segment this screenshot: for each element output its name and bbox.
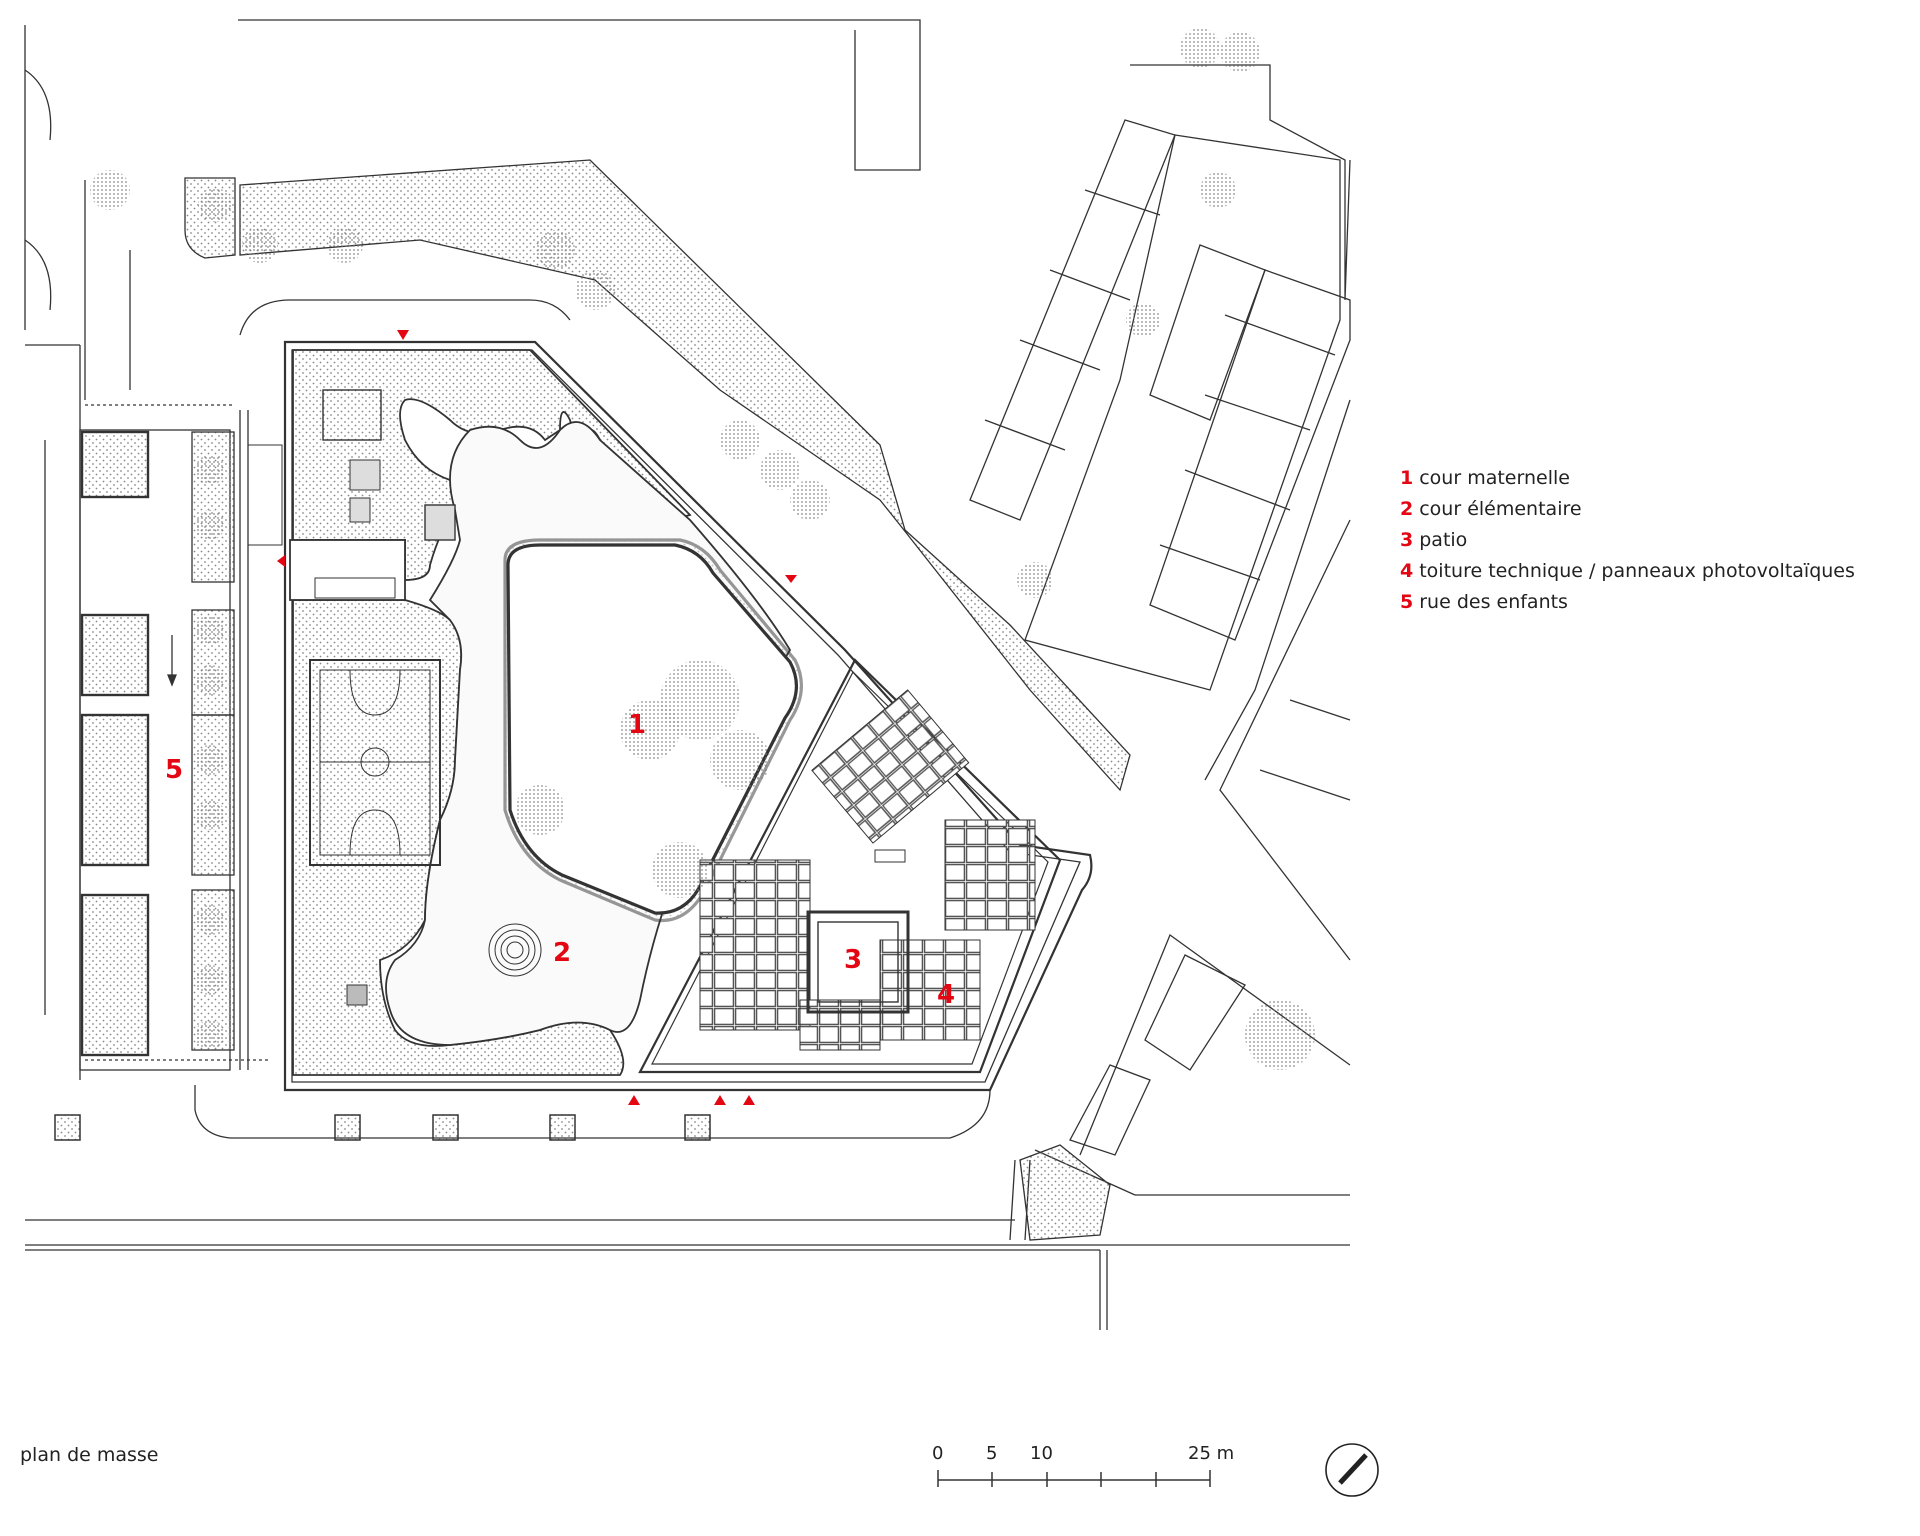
scale-bar [937, 1470, 1211, 1487]
plan-caption: plan de masse [20, 1444, 159, 1466]
zone-label-4: 4 [936, 980, 956, 1010]
scale-label-0: 0 [932, 1443, 944, 1464]
scale-label-5: 5 [986, 1443, 998, 1464]
green-bands [184, 159, 1131, 1241]
scale-label-25: 25 m [1188, 1443, 1235, 1464]
rue-des-enfants [79, 404, 270, 1071]
entrance-triangle-icon [277, 330, 797, 1105]
legend-label: patio [1419, 529, 1468, 551]
zone-label-1: 1 [627, 710, 647, 740]
legend-label: cour élémentaire [1419, 498, 1582, 520]
legend-label: toiture technique / panneaux photovoltaï… [1419, 560, 1855, 582]
north-arrow-icon [1325, 1443, 1379, 1497]
legend-num: 3 [1400, 529, 1414, 551]
legend-num: 5 [1400, 591, 1414, 613]
legend-label: rue des enfants [1419, 591, 1568, 613]
legend-num: 4 [1400, 560, 1414, 582]
legend-label: cour maternelle [1419, 467, 1570, 489]
street-tree-pits [54, 1114, 711, 1141]
legend-num: 2 [1400, 498, 1414, 520]
spiral-feature [488, 923, 542, 977]
photovoltaic-roof [638, 658, 1062, 1074]
school-site [247, 340, 1093, 1092]
scale-label-10: 10 [1030, 1443, 1053, 1464]
legend-num: 1 [1400, 467, 1414, 489]
zone-label-2: 2 [552, 938, 572, 968]
zone-label-5: 5 [164, 755, 184, 785]
zone-label-3: 3 [843, 945, 863, 975]
trees [90, 28, 1315, 1070]
